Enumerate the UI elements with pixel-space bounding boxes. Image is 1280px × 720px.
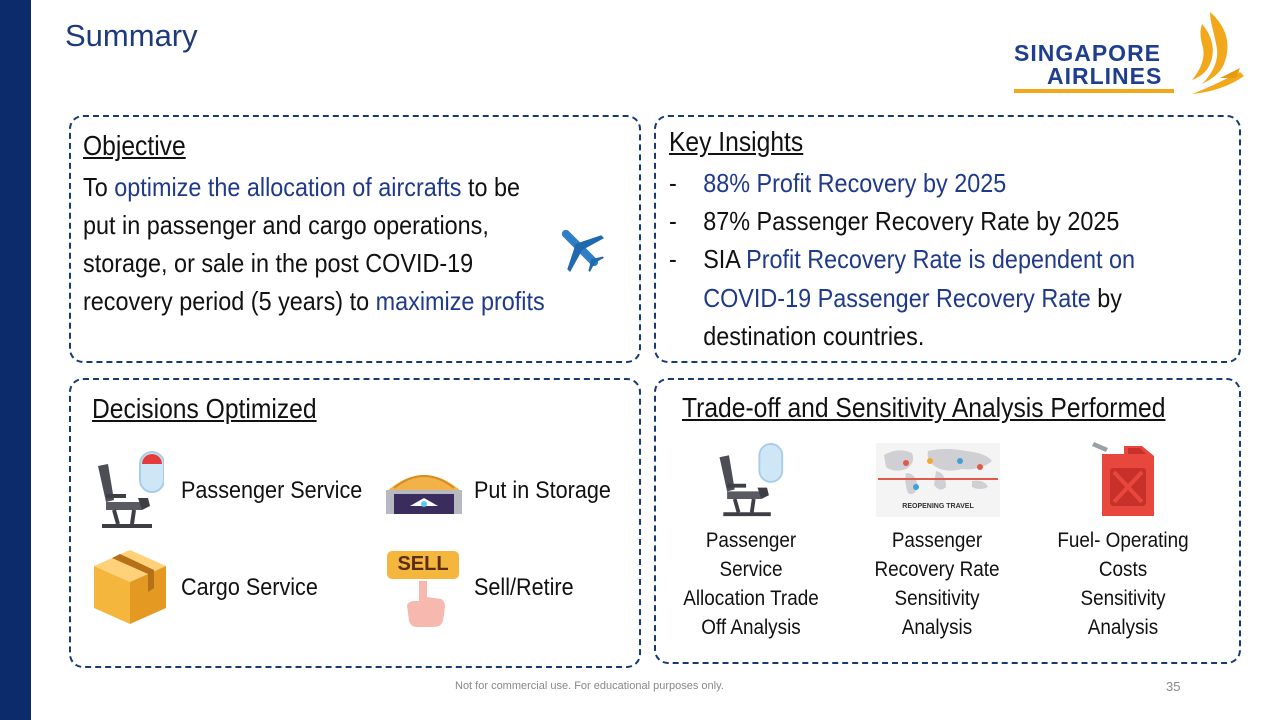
footer-disclaimer: Not for commercial use. For educational … <box>455 680 724 692</box>
objective-line-2: put in passenger and cargo operations, <box>83 210 489 240</box>
key-insights-panel <box>654 115 1241 363</box>
objective-line-3: storage, or sale in the post COVID-19 <box>83 248 474 278</box>
side-accent-bar <box>0 0 31 720</box>
passenger-seat-icon <box>98 451 164 528</box>
objective-line-4: recovery period (5 years) to maximize pr… <box>83 286 545 316</box>
hangar-storage-icon <box>386 475 462 514</box>
decision-put-in-storage-label: Put in Storage <box>474 477 611 504</box>
analysis-heading: Trade-off and Sensitivity Analysis Perfo… <box>682 392 1166 423</box>
world-map-icon <box>878 449 998 495</box>
page-number: 35 <box>1166 679 1181 694</box>
reopening-travel-map-image: REOPENING TRAVEL <box>876 443 1000 517</box>
objective-panel <box>69 115 641 363</box>
sell-sign-text: SELL <box>397 553 449 575</box>
objective-line-1: To optimize the allocation of aircrafts … <box>83 172 521 202</box>
logo-text-line1: SINGAPORE <box>1014 40 1162 66</box>
fuel-canister-icon <box>1092 442 1154 516</box>
page-title: Summary <box>65 18 198 53</box>
airplane-icon <box>561 229 605 273</box>
decision-sell-retire-label: Sell/Retire <box>474 574 574 601</box>
decision-cargo-service-label: Cargo Service <box>181 574 318 601</box>
sell-sign-icon: SELL <box>387 551 459 627</box>
analysis-panel <box>654 378 1241 664</box>
decisions-panel <box>69 378 641 668</box>
decision-passenger-service-label: Passenger Service <box>181 477 363 504</box>
pointing-hand-icon <box>387 551 459 627</box>
decisions-heading: Decisions Optimized <box>92 393 317 424</box>
key-insights-heading: Key Insights <box>669 126 804 157</box>
map-caption: REOPENING TRAVEL <box>902 503 974 510</box>
passenger-seat-analysis-icon <box>719 442 784 517</box>
bird-emblem-icon <box>1192 12 1244 94</box>
logo-text-line2: AIRLINES <box>1047 63 1163 89</box>
logo-underline <box>1014 89 1174 93</box>
cargo-box-icon <box>94 550 166 624</box>
objective-heading: Objective <box>83 130 186 161</box>
